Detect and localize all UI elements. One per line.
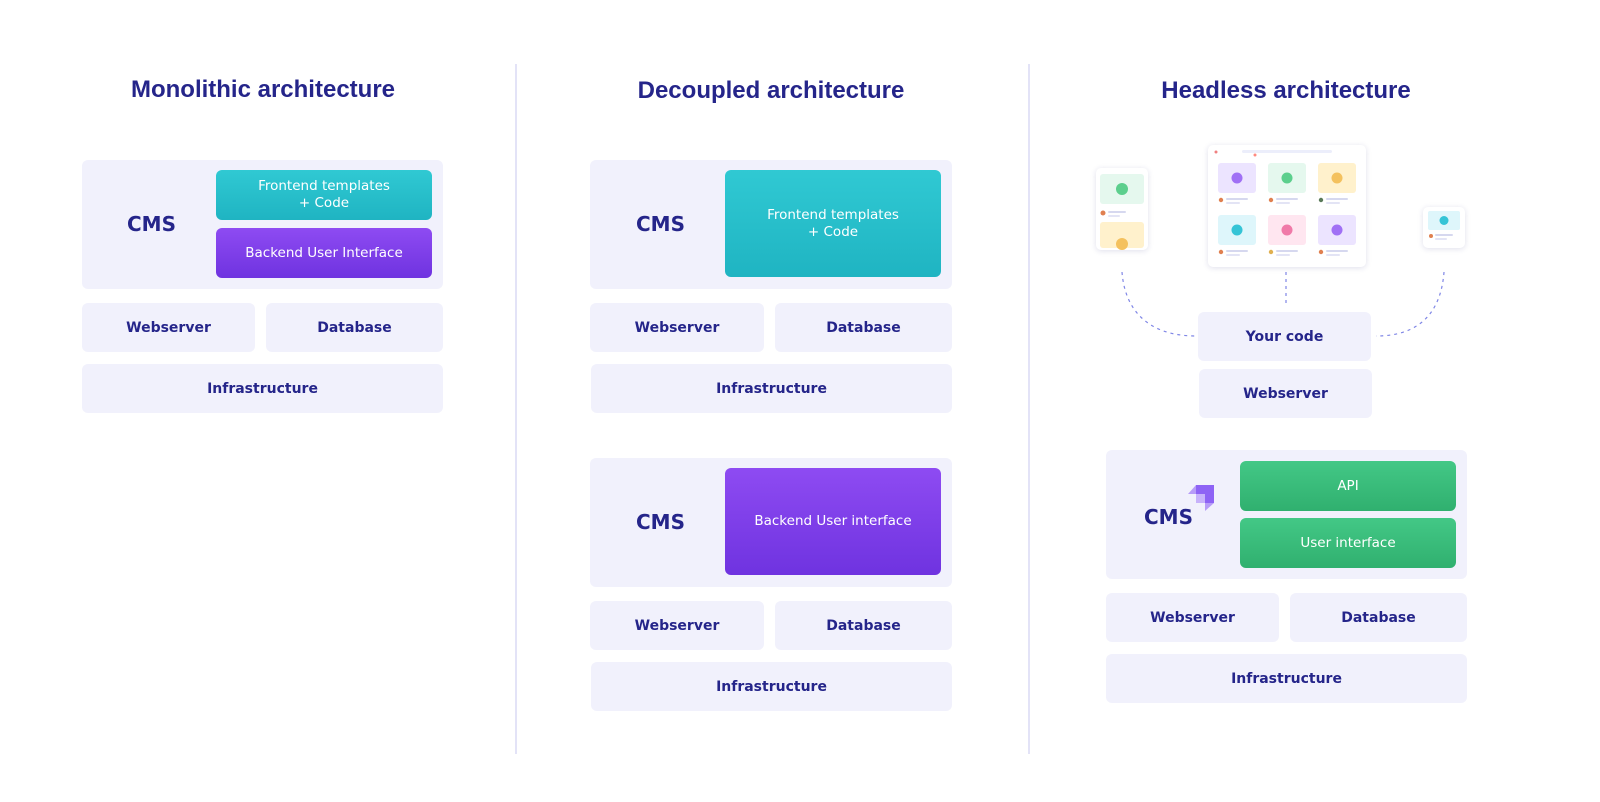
headless-code-webserver-label: Webserver: [1243, 385, 1328, 402]
monolithic-infrastructure: Infrastructure: [82, 364, 443, 413]
connector-right: [1375, 271, 1445, 337]
headless-database-label: Database: [1341, 609, 1416, 626]
headless-code-webserver: Webserver: [1199, 369, 1372, 418]
decoupled-backend-database: Database: [775, 601, 952, 650]
headless-api-box: API: [1240, 461, 1456, 511]
headless-webserver: Webserver: [1106, 593, 1279, 642]
decoupled-title: Decoupled architecture: [637, 77, 905, 104]
decoupled-backend-box: Backend User interface: [725, 468, 941, 575]
desktop-dashboard-icon: [1208, 145, 1366, 267]
decoupled-backend-webserver-label: Webserver: [634, 617, 720, 634]
decoupled-backend-cms-label: CMS: [636, 510, 685, 534]
monolithic-backend-box: Backend User Interface: [216, 228, 432, 278]
cms-logo-icon: [1188, 485, 1214, 511]
watch-device-icon: [1423, 207, 1465, 248]
decoupled-frontend-box: Frontend templates + Code: [725, 170, 941, 277]
monolithic-title: Monolithic architecture: [130, 76, 396, 103]
monolithic-frontend-box: Frontend templates + Code: [216, 170, 432, 220]
headless-cms-label: CMS: [1144, 505, 1193, 529]
monolithic-database: Database: [266, 303, 443, 352]
decoupled-frontend-infrastructure: Infrastructure: [591, 364, 952, 413]
decoupled-frontend-database-label: Database: [826, 319, 901, 336]
headless-your-code-label: Your code: [1245, 328, 1324, 345]
headless-webserver-label: Webserver: [1150, 609, 1235, 626]
decoupled-frontend-webserver-label: Webserver: [634, 319, 720, 336]
decoupled-backend-infrastructure-label: Infrastructure: [716, 678, 827, 695]
monolithic-database-label: Database: [317, 319, 392, 336]
headless-your-code: Your code: [1198, 312, 1371, 361]
monolithic-webserver-label: Webserver: [126, 319, 211, 336]
divider-left: [515, 64, 517, 754]
divider-right: [1028, 64, 1030, 754]
decoupled-frontend-database: Database: [775, 303, 952, 352]
decoupled-backend-database-label: Database: [826, 617, 901, 634]
headless-user-interface-box: User interface: [1240, 518, 1456, 568]
decoupled-backend-webserver: Webserver: [590, 601, 764, 650]
mobile-device-icon: [1096, 168, 1148, 250]
headless-infrastructure-label: Infrastructure: [1231, 670, 1342, 687]
monolithic-infrastructure-label: Infrastructure: [207, 380, 318, 397]
headless-infrastructure: Infrastructure: [1106, 654, 1467, 703]
monolithic-webserver: Webserver: [82, 303, 255, 352]
decoupled-backend-infrastructure: Infrastructure: [591, 662, 952, 711]
headless-title: Headless architecture: [1161, 77, 1411, 104]
headless-database: Database: [1290, 593, 1467, 642]
decoupled-frontend-cms-label: CMS: [636, 212, 685, 236]
monolithic-cms-label: CMS: [127, 212, 176, 236]
decoupled-frontend-infrastructure-label: Infrastructure: [716, 380, 827, 397]
connector-left: [1121, 271, 1197, 337]
decoupled-frontend-webserver: Webserver: [590, 303, 764, 352]
